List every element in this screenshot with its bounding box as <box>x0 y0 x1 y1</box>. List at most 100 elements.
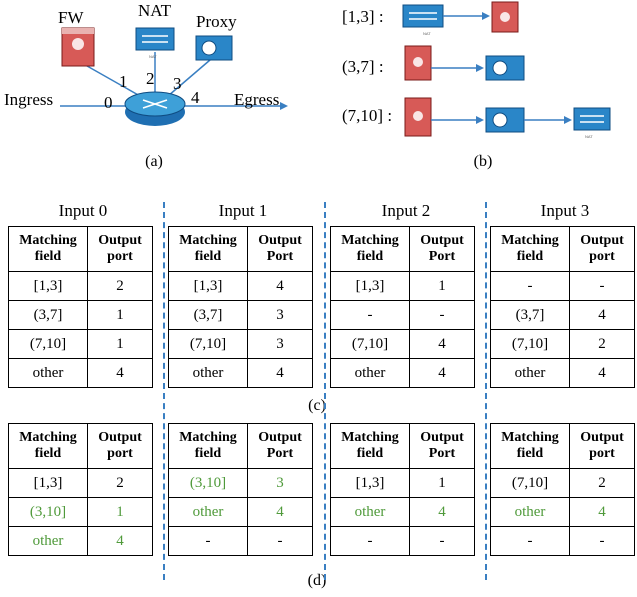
caption-a: (a) <box>145 153 163 170</box>
output-port-cell: 3 <box>247 468 313 498</box>
matching-field-header: Matching field <box>8 226 88 272</box>
output-port-cell: 4 <box>87 358 153 388</box>
caption-d: (d) <box>307 572 327 589</box>
input-group-0: Input 0 <box>58 201 108 220</box>
output-port-cell: - <box>569 526 635 556</box>
matching-field-cell: [1,3] <box>8 468 88 498</box>
output-port-cell: 4 <box>247 497 313 527</box>
matching-field-cell: other <box>168 497 248 527</box>
proxy-label: Proxy <box>196 12 237 31</box>
output-port-cell: 4 <box>247 358 313 388</box>
output-port-header: Output Port <box>247 423 313 469</box>
matching-field-cell: (7,10] <box>168 329 248 359</box>
table-row: (3,10]1 <box>8 497 153 527</box>
input-group-2: Input 2 <box>381 201 431 220</box>
output-port-cell: 1 <box>87 497 153 527</box>
table-row: (3,10]3 <box>168 468 313 498</box>
output-port-cell: 4 <box>247 271 313 301</box>
output-port-cell: 4 <box>569 497 635 527</box>
matching-field-header: Matching field <box>330 226 410 272</box>
table-row: (7,10]4 <box>330 329 475 359</box>
table-row: (3,7]4 <box>490 300 635 330</box>
table-row: [1,3]4 <box>168 271 313 301</box>
egress-label: Egress <box>234 90 280 109</box>
chain-range-1: [1,3] : <box>342 7 384 26</box>
table-row: -- <box>168 526 313 556</box>
matching-field-header: Matching field <box>168 226 248 272</box>
input-group-1: Input 1 <box>218 201 268 220</box>
matching-field-cell: other <box>8 358 88 388</box>
table-row: (7,10]2 <box>490 468 635 498</box>
output-port-cell: 4 <box>87 526 153 556</box>
matching-field-cell: (7,10] <box>8 329 88 359</box>
matching-field-cell: - <box>330 526 410 556</box>
matching-field-cell: (3,10] <box>8 497 88 527</box>
service-chain-diagram <box>402 1 611 137</box>
matching-field-cell: other <box>490 358 570 388</box>
output-port-cell: 1 <box>409 468 475 498</box>
table-row: -- <box>490 271 635 301</box>
output-port-header: Output port <box>87 226 153 272</box>
matching-field-cell: - <box>490 526 570 556</box>
matching-field-cell: (7,10] <box>330 329 410 359</box>
table-row: [1,3]2 <box>8 468 153 498</box>
output-port-header: Output Port <box>409 423 475 469</box>
matching-field-header: Matching field <box>490 423 570 469</box>
table-row: -- <box>490 526 635 556</box>
matching-field-cell: (3,7] <box>168 300 248 330</box>
output-port-cell: 4 <box>569 300 635 330</box>
chain1-nat-icon <box>402 4 444 28</box>
output-port-header: Output Port <box>247 226 313 272</box>
output-port-header: Output port <box>569 226 635 272</box>
matching-field-cell: (7,10] <box>490 468 570 498</box>
matching-field-header: Matching field <box>168 423 248 469</box>
output-port-header: Output Port <box>409 226 475 272</box>
link-fw <box>79 61 141 97</box>
table-row: [1,3]2 <box>8 271 153 301</box>
output-port-cell: 3 <box>247 300 313 330</box>
divider-1 <box>163 202 165 580</box>
nat-icon <box>135 27 175 51</box>
caption-c: (c) <box>308 397 326 414</box>
port-label-4: 4 <box>191 88 200 107</box>
table-row: -- <box>330 526 475 556</box>
table-row: (3,7]3 <box>168 300 313 330</box>
divider-2 <box>324 202 326 580</box>
output-port-cell: 2 <box>569 468 635 498</box>
matching-field-cell: other <box>168 358 248 388</box>
network-topology-diagram <box>60 27 288 126</box>
output-port-header: Output port <box>569 423 635 469</box>
matching-field-header: Matching field <box>490 226 570 272</box>
table-row: -- <box>330 300 475 330</box>
matching-field-cell: (3,7] <box>490 300 570 330</box>
link-proxy <box>167 59 211 97</box>
output-port-header: Output port <box>87 423 153 469</box>
matching-field-cell: other <box>330 497 410 527</box>
fw-label: FW <box>58 8 84 27</box>
chain-range-2: (3,7] : <box>342 57 384 76</box>
matching-field-cell: [1,3] <box>8 271 88 301</box>
ingress-label: Ingress <box>4 90 54 109</box>
output-port-cell: 2 <box>87 271 153 301</box>
nat-caption: NAT <box>149 54 157 59</box>
matching-field-cell: other <box>330 358 410 388</box>
matching-field-cell: other <box>490 497 570 527</box>
port-label-3: 3 <box>173 74 182 93</box>
matching-field-cell: (3,7] <box>8 300 88 330</box>
matching-field-cell: - <box>490 271 570 301</box>
output-port-cell: 1 <box>87 300 153 330</box>
chain3-nat-caption: NAT <box>585 134 593 139</box>
port-label-0: 0 <box>104 93 113 112</box>
output-port-cell: 2 <box>569 329 635 359</box>
